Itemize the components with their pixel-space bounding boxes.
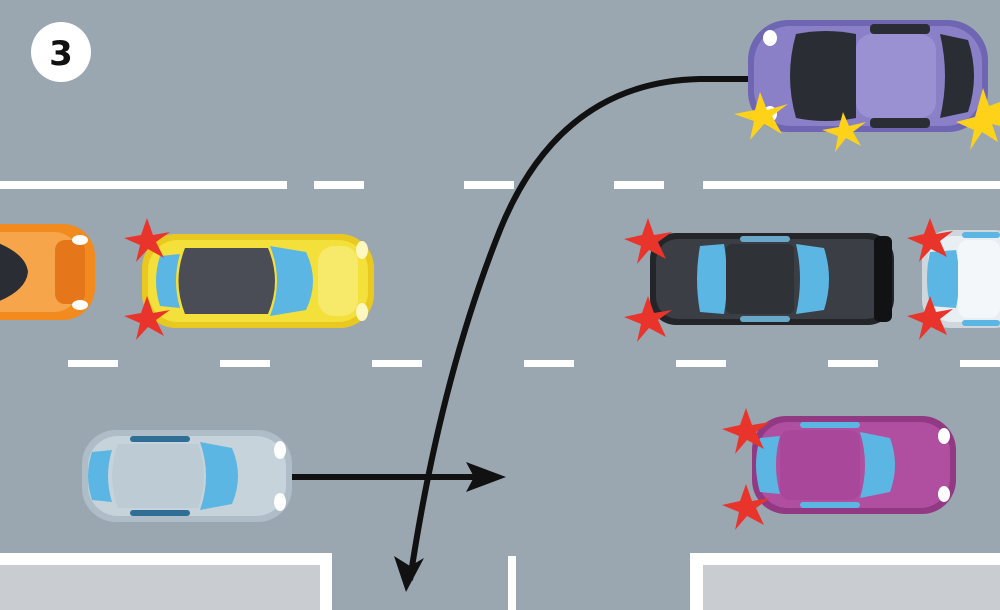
straight-ahead-arrow bbox=[292, 462, 506, 492]
u-turn-arrow bbox=[394, 76, 748, 592]
curb-center bbox=[508, 556, 516, 610]
yellow-car bbox=[142, 234, 374, 328]
white-car bbox=[922, 230, 1000, 328]
purple-car bbox=[748, 20, 988, 132]
yellow-car-hazard-lights bbox=[124, 218, 170, 340]
sidewalk-right bbox=[690, 553, 1000, 610]
pink-car-hazard-lights bbox=[722, 408, 770, 530]
step-number-badge: 3 bbox=[31, 22, 91, 82]
silver-car bbox=[82, 430, 292, 522]
pink-car bbox=[752, 416, 956, 514]
orange-car bbox=[0, 224, 95, 320]
lane-markings bbox=[0, 181, 1000, 367]
white-car-hazard-lights bbox=[907, 218, 953, 340]
sidewalk-left bbox=[0, 553, 332, 610]
step-number: 3 bbox=[49, 34, 73, 74]
black-car bbox=[650, 233, 894, 325]
purple-car-indicator-lights bbox=[734, 88, 1000, 152]
black-car-hazard-lights bbox=[624, 218, 672, 342]
